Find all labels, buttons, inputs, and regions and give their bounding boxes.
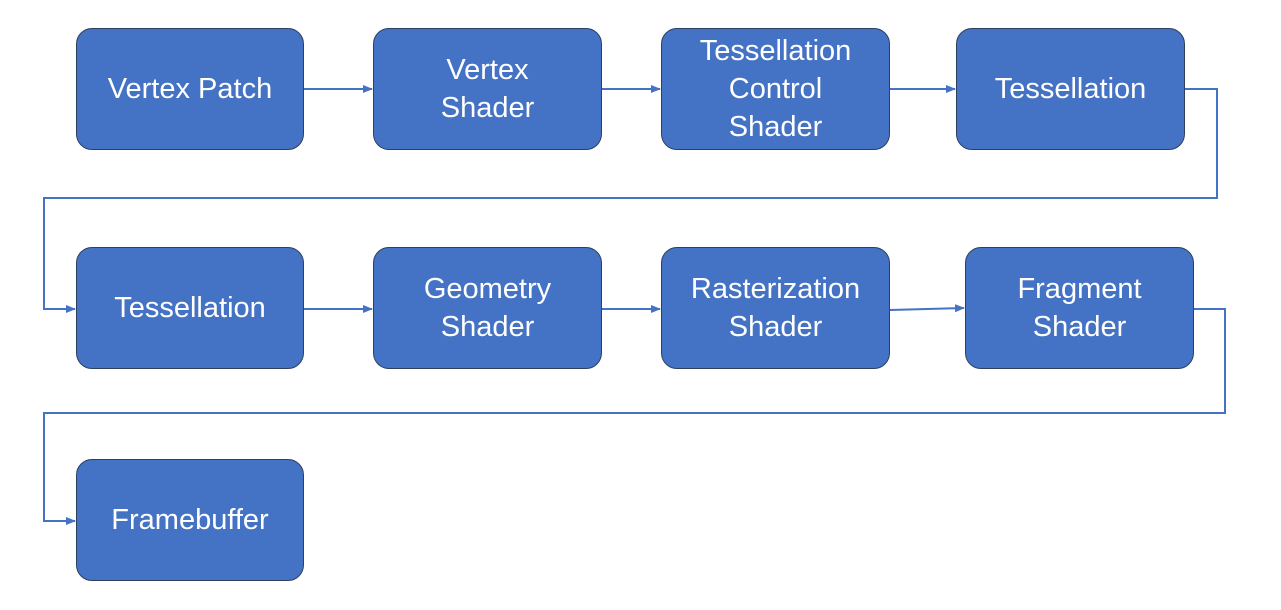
node-vertex-shader: Vertex Shader	[373, 28, 602, 150]
node-tessellation-2: Tessellation	[76, 247, 304, 369]
edge-rasterization-shader-to-fragment-shader	[889, 304, 965, 313]
edge-fragment-shader-to-framebuffer	[43, 308, 1226, 525]
node-vertex-patch: Vertex Patch	[76, 28, 304, 150]
node-rasterization-shader: Rasterization Shader	[661, 247, 890, 369]
node-tessellation-1: Tessellation	[956, 28, 1185, 150]
node-geometry-shader: Geometry Shader	[373, 247, 602, 369]
edge-tessellation-to-tessellation	[43, 88, 1218, 313]
node-fragment-shader: Fragment Shader	[965, 247, 1194, 369]
node-framebuffer: Framebuffer	[76, 459, 304, 581]
node-tessellation-control-shader: Tessellation Control Shader	[661, 28, 890, 150]
